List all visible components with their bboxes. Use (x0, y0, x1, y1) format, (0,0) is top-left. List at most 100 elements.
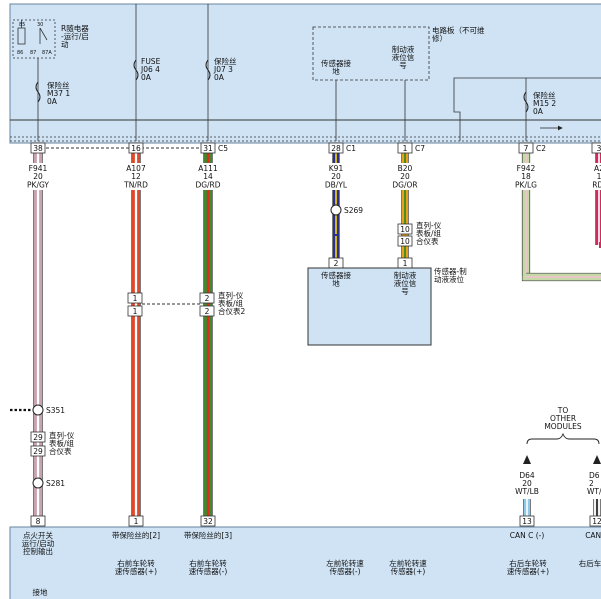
bottom-label-3: CAN C (-) (510, 531, 545, 540)
wire-labels: F94120PK/GYA10712TN/RDA11114DG/RDK9120DB… (22, 163, 601, 190)
svg-text:RD/: RD/ (592, 180, 601, 189)
lower-label-3: 左前轮转速传感器(+) (389, 558, 427, 576)
svg-text:DB/YL: DB/YL (325, 180, 348, 189)
mid-inline-connectors: 1 1 2 2 直列-仪表板/组合仪表2 (127, 290, 245, 317)
lower-label-2: 左前轮转速传感器(-) (326, 558, 364, 576)
svg-text:28: 28 (331, 144, 341, 153)
svg-text:1: 1 (403, 144, 408, 153)
bottom-label-1: 带保险丝的[2] (112, 530, 160, 540)
svg-text:B20: B20 (398, 164, 413, 173)
inline-label-cluster2: 直列-仪表板/组合仪表2 (218, 290, 245, 316)
svg-text:8: 8 (36, 517, 41, 526)
svg-text:F941: F941 (29, 164, 48, 173)
svg-text:12: 12 (131, 172, 141, 181)
bottom-label-4: CAN C (585, 531, 601, 540)
brake-signal-pin-label: 制动液液位信号 (394, 270, 417, 296)
svg-text:F942: F942 (517, 164, 536, 173)
svg-text:DG/OR: DG/OR (392, 180, 417, 189)
svg-text:C1: C1 (346, 144, 356, 153)
wire-label-a2: A21RD/ (583, 163, 601, 190)
svg-text:C2: C2 (536, 144, 546, 153)
svg-text:D64: D64 (519, 471, 535, 480)
svg-text:31: 31 (203, 144, 213, 153)
svg-text:1: 1 (403, 259, 408, 268)
svg-text:3: 3 (597, 144, 601, 153)
f941-lower: S351 29 29 直列-仪表板/组合仪表 S281 (10, 404, 75, 489)
connector-7-c2: 7 C2 (518, 142, 546, 154)
splice-s269: S269 (330, 204, 363, 216)
top-module-panel (9, 3, 601, 144)
svg-text:20: 20 (400, 172, 410, 181)
svg-text:85: 85 (19, 22, 25, 28)
b20-inline-connectors: 10 10 直列-仪表板/组合仪表 1 2 (328, 220, 442, 269)
svg-text:S281: S281 (46, 479, 65, 488)
inline-label-cluster: 直列-仪表板/组合仪表 (49, 430, 75, 456)
svg-text:12: 12 (592, 517, 601, 526)
inline-label-b20: 直列-仪表板/组合仪表 (416, 220, 442, 246)
svg-text:86: 86 (17, 50, 23, 56)
svg-text:30: 30 (37, 22, 43, 28)
connector-31-c5: 31 C5 (200, 142, 228, 154)
connector-3: 3 (591, 142, 601, 154)
brake-signal-label: 制动液液位信号 (392, 44, 415, 70)
svg-text:C5: C5 (218, 144, 228, 153)
svg-text:PK/GY: PK/GY (27, 180, 49, 189)
relay-symbol: 85 30 86 87 87A R随电器-运行/启动 (12, 19, 89, 59)
svg-text:18: 18 (521, 172, 531, 181)
svg-text:2: 2 (589, 479, 594, 488)
svg-text:20: 20 (331, 172, 341, 181)
svg-text:32: 32 (203, 517, 213, 526)
bottom-module-panel (9, 526, 601, 599)
svg-text:2: 2 (334, 259, 339, 268)
svg-text:10: 10 (400, 225, 410, 234)
board-note: 电路板（不可维修） (432, 25, 485, 43)
svg-text:S351: S351 (46, 406, 65, 415)
bottom-label-0: 点火开关运行/启动控制输出 (22, 530, 55, 556)
svg-text:D6: D6 (589, 471, 600, 480)
svg-text:7: 7 (524, 144, 529, 153)
svg-text:K91: K91 (329, 164, 344, 173)
bottom-pin-12: 12 (589, 515, 601, 527)
lower-label-0: 右前车轮转速传感器(+) (115, 558, 157, 576)
brake-fluid-sensor: 传感器接地 制动液液位信号 传感器-制动液液位 (307, 266, 467, 346)
svg-text:WT/: WT/ (587, 487, 601, 496)
svg-text:20: 20 (522, 479, 532, 488)
lower-label-5: 右后车 (579, 558, 601, 568)
svg-text:87: 87 (30, 50, 36, 56)
svg-text:2: 2 (205, 294, 210, 303)
svg-text:29: 29 (33, 447, 43, 456)
connector-28-c1: 28 C1 (328, 142, 356, 154)
sensor-ground-pin-label: 传感器接地 (321, 270, 351, 288)
lower-label-1: 右前车轮转速传感器(-) (189, 558, 228, 576)
svg-text:A111: A111 (198, 164, 218, 173)
circuit-board: 电路板（不可维修） 传感器接地 制动液液位信号 (312, 25, 485, 141)
svg-text:14: 14 (203, 172, 213, 181)
svg-text:WT/LB: WT/LB (515, 487, 539, 496)
ground-label: 接地 (33, 587, 48, 597)
svg-text:DG/RD: DG/RD (195, 180, 220, 189)
connector-16: 16 (128, 142, 144, 154)
svg-text:1: 1 (133, 294, 138, 303)
svg-text:38: 38 (33, 144, 43, 153)
bottom-pin-8: 8 (30, 515, 46, 527)
connector-1-c7: 1 C7 (397, 142, 425, 154)
svg-text:10: 10 (400, 237, 410, 246)
sensor-ground-label: 传感器接地 (321, 58, 351, 76)
svg-text:C7: C7 (415, 144, 425, 153)
sensor-name: 传感器-制动液液位 (434, 266, 467, 284)
svg-text:1: 1 (597, 172, 601, 181)
